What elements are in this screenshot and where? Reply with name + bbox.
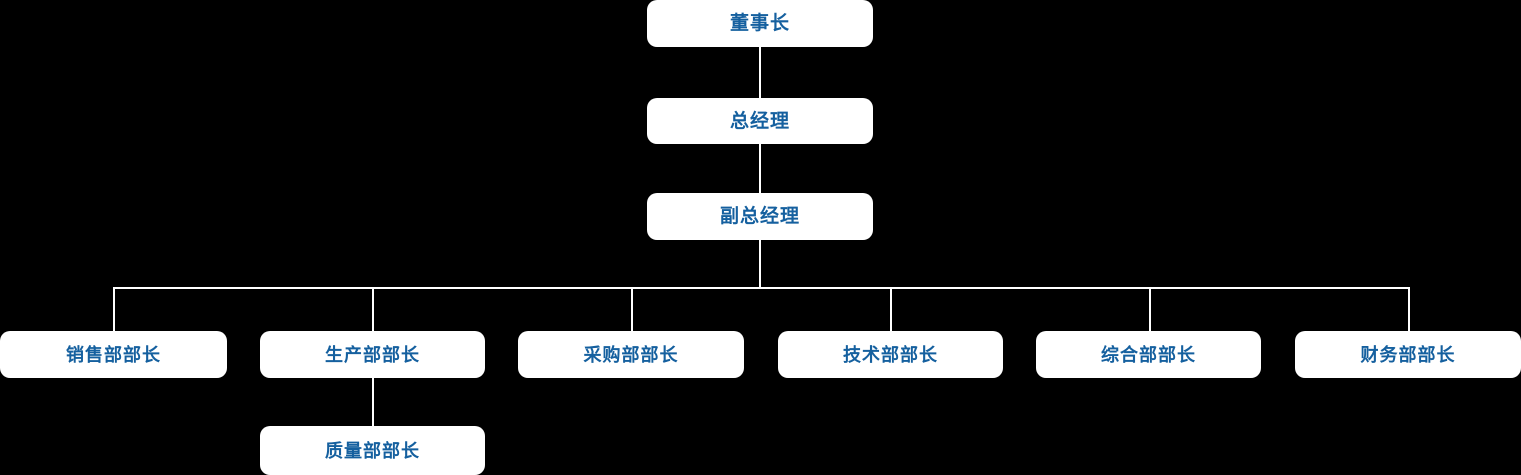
connector-bus-to-purchasing [631,287,633,331]
node-production-department-head[interactable]: 生产部部长 [260,331,485,378]
node-production-department-head-label: 生产部部长 [325,344,420,365]
node-deputy-general-manager[interactable]: 副总经理 [647,193,873,240]
connector-chairman-to-gm [759,47,761,98]
connector-deputy-gm-stem [759,240,761,288]
connector-bus-to-production [372,287,374,331]
connector-gm-to-deputy-gm [759,144,761,193]
node-general-manager[interactable]: 总经理 [647,98,873,144]
node-quality-department-head-label: 质量部部长 [325,440,420,461]
node-quality-department-head[interactable]: 质量部部长 [260,426,485,475]
node-general-affairs-department-head[interactable]: 综合部部长 [1036,331,1261,378]
connector-bus-to-general [1149,287,1151,331]
node-technology-department-head-label: 技术部部长 [843,344,938,365]
connector-bus-to-sales [113,287,115,331]
node-chairman[interactable]: 董事长 [647,0,873,47]
node-chairman-label: 董事长 [729,13,790,34]
node-finance-department-head[interactable]: 财务部部长 [1295,331,1521,378]
node-finance-department-head-label: 财务部部长 [1360,344,1456,365]
connector-department-bus [113,287,1409,289]
node-general-affairs-department-head-label: 综合部部长 [1101,344,1196,365]
node-technology-department-head[interactable]: 技术部部长 [778,331,1003,378]
node-deputy-general-manager-label: 副总经理 [719,206,800,227]
connector-bus-to-technology [890,287,892,331]
connector-bus-to-finance [1408,287,1410,331]
node-purchasing-department-head[interactable]: 采购部部长 [518,331,744,378]
node-sales-department-head-label: 销售部部长 [66,344,161,365]
connector-production-to-quality [372,378,374,426]
node-sales-department-head[interactable]: 销售部部长 [0,331,227,378]
node-general-manager-label: 总经理 [729,110,790,132]
node-purchasing-department-head-label: 采购部部长 [583,344,679,365]
